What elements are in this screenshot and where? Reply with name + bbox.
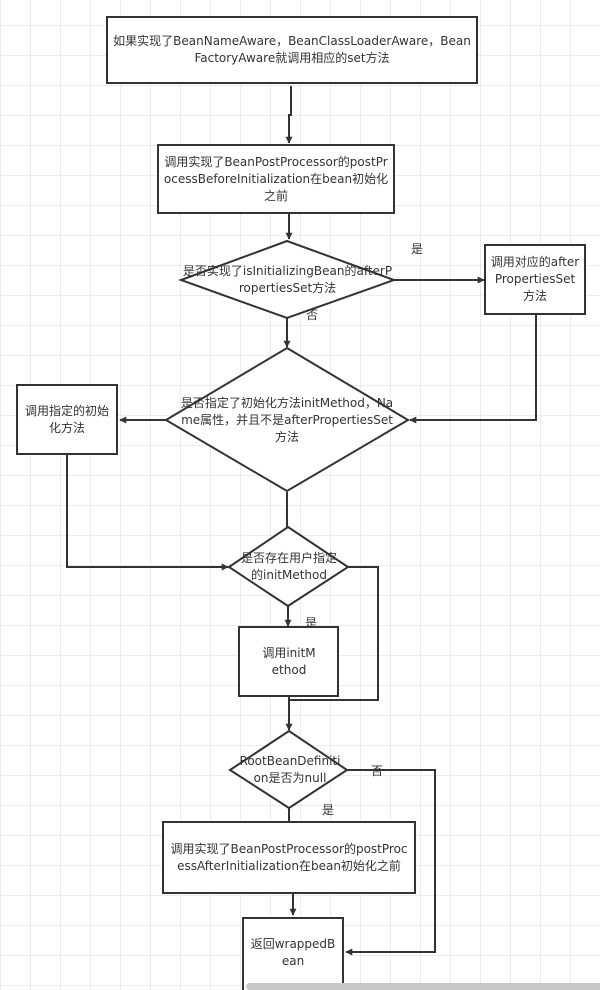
node-call-after-properties-box[interactable] bbox=[484, 244, 586, 315]
edge-label-no-rootbean: 否 bbox=[371, 764, 384, 778]
edge-decision4-no bbox=[345, 769, 436, 956]
edge-label-yes-rootbean: 是 bbox=[322, 803, 335, 817]
edge-label-no-decision1: 否 bbox=[306, 308, 319, 322]
edge-decision3-bypass bbox=[289, 566, 379, 701]
node-root-bean-def-diamond[interactable] bbox=[228, 729, 349, 810]
node-return-bean-box[interactable] bbox=[242, 917, 344, 990]
edge-afterprops-to-decision2 bbox=[409, 314, 537, 424]
node-call-specified-init-box[interactable] bbox=[16, 384, 118, 455]
node-before-init-box[interactable] bbox=[157, 144, 395, 214]
horizontal-scrollbar[interactable] bbox=[246, 983, 600, 990]
edge-label-yes-afterprops: 是 bbox=[411, 242, 424, 256]
edge-specified-init-to-decision3 bbox=[66, 455, 229, 571]
node-after-init-box[interactable] bbox=[162, 821, 416, 894]
node-user-init-method-diamond[interactable] bbox=[227, 525, 350, 608]
edge-label-yes-initmethod: 是 bbox=[305, 616, 318, 630]
node-call-init-method-box[interactable] bbox=[238, 626, 339, 697]
node-init-method-specified-diamond[interactable] bbox=[164, 346, 410, 493]
node-is-initializing-bean-diamond[interactable] bbox=[178, 239, 397, 320]
node-aware-box[interactable] bbox=[106, 16, 478, 84]
edge-aware-to-before-init bbox=[285, 86, 293, 144]
